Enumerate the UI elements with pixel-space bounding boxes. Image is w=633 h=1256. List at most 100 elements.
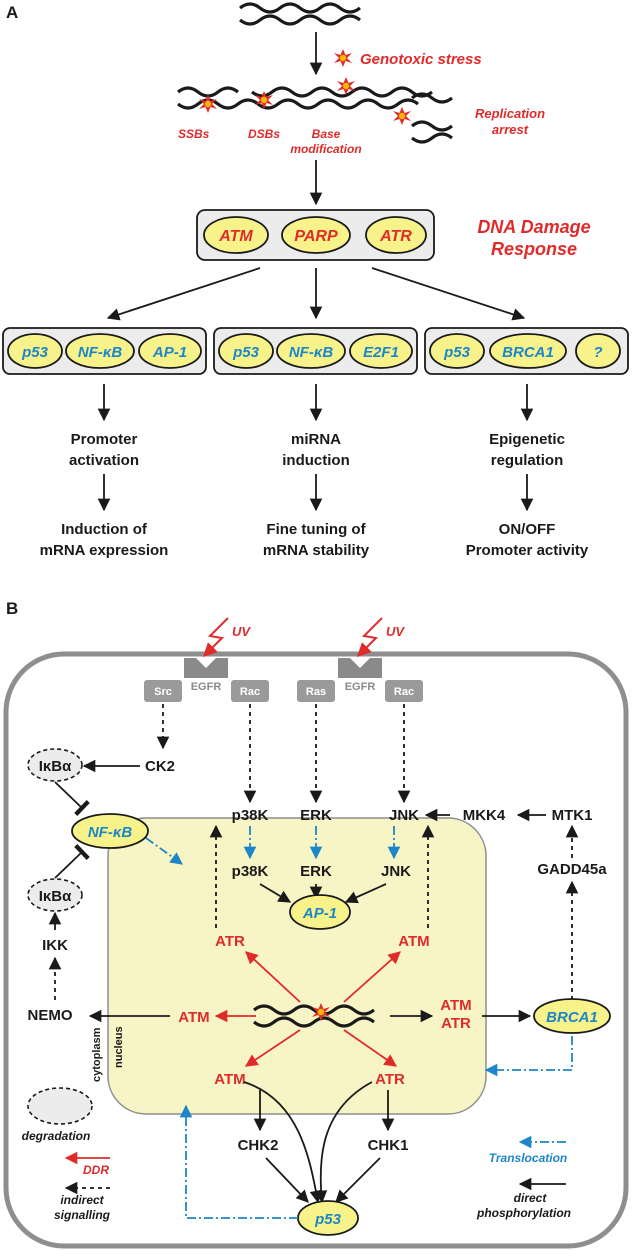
ddr-to-atm-lower	[244, 1029, 301, 1067]
dna-top-icon	[239, 2, 361, 26]
lesion-base: Base	[312, 127, 341, 141]
nfkb-nucleus-arrow	[145, 837, 184, 865]
atm-right: ATM	[440, 997, 471, 1014]
mtk1-label: MTK1	[552, 807, 593, 824]
mkk4-label: MKK4	[463, 807, 506, 824]
b3-oval-2	[489, 333, 567, 369]
b1-step2-b: mRNA expression	[40, 542, 169, 559]
branch-arrow-1	[106, 267, 261, 321]
b2-step2-a: Fine tuning of	[266, 521, 366, 538]
uv-label-2: UV	[386, 624, 405, 639]
tab-src-label: Src	[154, 686, 172, 698]
legend-direct-2: phosphorylation	[476, 1206, 571, 1220]
ikk-label: IKK	[42, 937, 68, 954]
ck2-label: CK2	[145, 758, 175, 775]
atm-upper: ATM	[398, 933, 429, 950]
nfkb-oval	[71, 813, 149, 849]
lesion-base-2: modification	[290, 142, 361, 156]
p38-ap1-arrow	[259, 883, 292, 903]
panel-b: B UV UV EGFR EGFR Src Rac Ras Rac IκBα C…	[3, 599, 629, 1249]
chk2-label: CHK2	[238, 1137, 279, 1154]
b1-step2-a: Induction of	[61, 521, 148, 538]
b1-oval-2	[65, 333, 135, 369]
uv-label-1: UV	[232, 624, 251, 639]
atr-p53-arrow	[314, 1081, 373, 1204]
b1-oval-1	[7, 333, 63, 369]
legend-translocation: Translocation	[489, 1151, 567, 1165]
ssb-burst-icon	[199, 95, 217, 113]
ddr-title-1: DNA Damage	[477, 217, 590, 237]
p53-nucleus-arrow	[179, 1104, 298, 1219]
b3-factor-1: p53	[443, 344, 471, 361]
nfkb-label: NF-κB	[88, 824, 132, 841]
cytoplasm-label: cytoplasm	[91, 1027, 103, 1082]
erk-nuc: ERK	[300, 863, 332, 880]
uv-bolt-2-icon	[357, 617, 383, 657]
legend-degradation: degradation	[22, 1129, 91, 1143]
tab-rac-1	[231, 680, 269, 702]
stress-burst-icon	[334, 49, 352, 67]
lesion-rep-2: arrest	[492, 122, 529, 137]
b3-oval-1	[429, 333, 485, 369]
egfr-label-2: EGFR	[345, 681, 376, 693]
ddr-atm-oval	[203, 216, 269, 254]
b3-step2-b: Promoter activity	[466, 542, 589, 559]
b1-factor-1: p53	[21, 344, 49, 361]
nemo-label: NEMO	[28, 1007, 73, 1024]
brca1-nucleus-arrow	[484, 1036, 573, 1077]
jnk-nuc: JNK	[381, 863, 411, 880]
b2-factor-2: NF-κB	[289, 344, 333, 361]
ddr-atm: ATM	[218, 228, 253, 245]
b3-factor-3: ?	[593, 344, 602, 361]
b1-factor-2: NF-κB	[78, 344, 122, 361]
egfr-1-icon	[184, 658, 228, 678]
ikba-nfkb-inhibit-1	[54, 781, 90, 816]
b2-step1-a: miRNA	[291, 431, 341, 448]
b2-oval-3	[349, 333, 413, 369]
erk-cyto: ERK	[300, 807, 332, 824]
lesion-ssb: SSBs	[178, 127, 210, 141]
ikba-top: IκBα	[39, 758, 72, 775]
panel-b-letter: B	[6, 599, 18, 618]
b1-oval-3	[138, 333, 202, 369]
atm-lower: ATM	[214, 1071, 245, 1088]
tab-rac-1-label: Rac	[240, 686, 260, 698]
ddr-parp-oval	[281, 216, 351, 254]
rep-burst-icon	[393, 107, 411, 125]
ddr-to-atm-upper	[343, 951, 401, 1003]
p53-label: p53	[314, 1211, 342, 1228]
ddr-to-atr-lower	[343, 1029, 398, 1067]
atm-p53-arrow	[243, 1081, 323, 1204]
b1-step1-b: activation	[69, 452, 139, 469]
ikba-nfkb-inhibit-2	[54, 844, 90, 879]
p38k-nuc: p38K	[232, 863, 269, 880]
b3-step1-a: Epigenetic	[489, 431, 565, 448]
tab-rac-2-label: Rac	[394, 686, 414, 698]
ap1-label: AP-1	[302, 905, 337, 922]
b3-step1-b: regulation	[491, 452, 564, 469]
legend-indirect-2: signalling	[54, 1208, 111, 1222]
tab-rac-2	[385, 680, 423, 702]
legend-indirect-1: indirect	[60, 1193, 104, 1207]
lesion-rep: Replication	[475, 106, 545, 121]
nucleus-region	[107, 817, 487, 1115]
ddr-atr: ATR	[379, 228, 412, 245]
chk1-label: CHK1	[368, 1137, 409, 1154]
ikba-bottom: IκBα	[39, 888, 72, 905]
legend-ddr: DDR	[83, 1163, 109, 1177]
uv-bolt-1-icon	[203, 617, 229, 657]
branch-arrow-3	[371, 267, 526, 321]
atm-left: ATM	[178, 1009, 209, 1026]
dna-damaged-icon	[177, 86, 453, 144]
b1-step1-a: Promoter	[71, 431, 138, 448]
jnk-ap1-arrow	[344, 883, 387, 904]
brca1-label: BRCA1	[546, 1009, 598, 1026]
gadd45a-label: GADD45a	[537, 861, 607, 878]
b2-oval-1	[218, 333, 274, 369]
ddr-atr-oval	[365, 216, 427, 254]
tab-src	[144, 680, 182, 702]
brca1-oval	[533, 998, 611, 1034]
tab-ras	[297, 680, 335, 702]
panel-a-letter: A	[6, 3, 18, 22]
